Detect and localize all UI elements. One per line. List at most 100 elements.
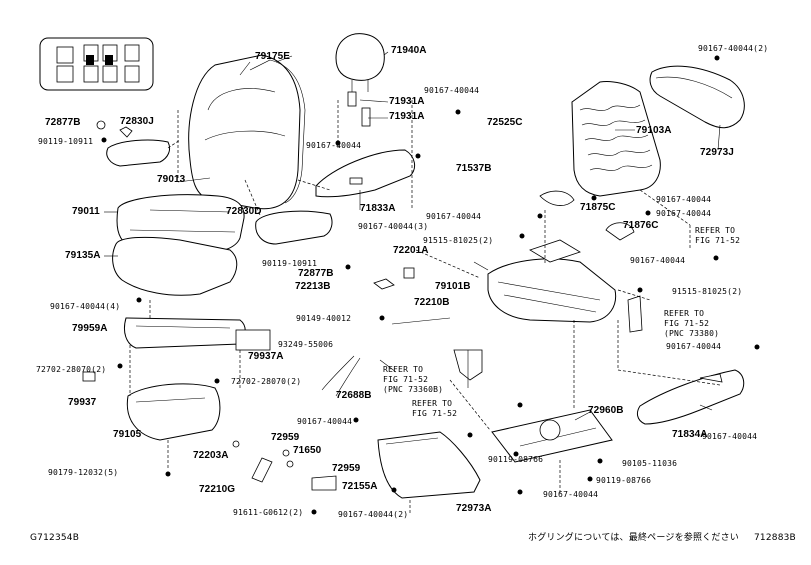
- part-label-90167-40044-2-bottom[interactable]: 90167-40044(2): [338, 510, 409, 519]
- refer-note-2[interactable]: REFER TO FIG 71-52 (PNC 73380): [664, 309, 719, 339]
- part-label-71931a-2[interactable]: 71931A: [389, 111, 425, 122]
- part-label-72203a[interactable]: 72203A: [193, 450, 229, 461]
- assembly-lines: [129, 100, 721, 515]
- refer-note-3-line-3: (PNC 73360B): [383, 385, 444, 394]
- recliner-cover-drawing: [315, 149, 416, 198]
- part-label-90167-40044-2-top[interactable]: 90167-40044(2): [698, 44, 769, 53]
- part-label-79135a[interactable]: 79135A: [65, 250, 101, 261]
- refer-note-3[interactable]: REFER TO FIG 71-52 (PNC 73360B): [383, 365, 443, 395]
- refer-note-4-line-2: FIG 71-52: [412, 409, 458, 418]
- part-label-90119-10911-b[interactable]: 90119-10911: [262, 259, 318, 268]
- diagram-code-left: G712354B: [30, 533, 80, 543]
- refer-note-4[interactable]: REFER TO FIG 71-52: [412, 399, 457, 419]
- refer-note-2-line-2: FIG 71-52: [664, 319, 710, 328]
- side-cover-drawing: [96, 120, 333, 245]
- part-label-79105[interactable]: 79105: [113, 429, 142, 440]
- part-label-79937[interactable]: 79937: [68, 397, 97, 408]
- part-label-72688b[interactable]: 72688B: [336, 390, 372, 401]
- part-label-71875c[interactable]: 71875C: [580, 202, 616, 213]
- part-label-71537b[interactable]: 71537B: [456, 163, 492, 174]
- seat-layout-icon: [39, 37, 154, 91]
- part-label-72877b-1[interactable]: 72877B: [45, 117, 81, 128]
- part-label-72830j[interactable]: 72830J: [120, 116, 154, 127]
- part-label-90167-40044-a[interactable]: 90167-40044: [424, 86, 480, 95]
- refer-note-1-line-2: FIG 71-52: [695, 236, 741, 245]
- part-label-90167-40044-b[interactable]: 90167-40044: [306, 141, 362, 150]
- part-label-90167-40044-d[interactable]: 90167-40044: [656, 209, 712, 218]
- part-label-72973a[interactable]: 72973A: [456, 503, 492, 514]
- part-label-72201a[interactable]: 72201A: [393, 245, 429, 256]
- part-label-71931a-1[interactable]: 71931A: [389, 96, 425, 107]
- seat-frame-drawing: [487, 190, 635, 323]
- seatback-frame-drawing: [571, 81, 661, 197]
- part-label-71940a[interactable]: 71940A: [391, 45, 427, 56]
- part-label-90167-40044-j[interactable]: 90167-40044: [543, 490, 599, 499]
- refer-note-1[interactable]: REFER TO FIG 71-52: [695, 226, 740, 246]
- refer-note-3-line-1: REFER TO: [383, 365, 424, 374]
- track-drawing: [453, 349, 613, 463]
- part-label-72525c[interactable]: 72525C: [487, 117, 523, 128]
- part-label-72959-b[interactable]: 72959: [332, 463, 361, 474]
- part-label-91611-g0612-2[interactable]: 91611-G0612(2): [233, 508, 304, 517]
- side-panel-drawing: [649, 65, 745, 129]
- cable-drawing: [321, 295, 643, 397]
- lower-tray-drawing: [377, 431, 481, 499]
- part-label-90167-40044-e[interactable]: 90167-40044: [426, 212, 482, 221]
- part-label-91515-81025-b[interactable]: 91515-81025(2): [672, 287, 743, 296]
- refer-note-3-line-2: FIG 71-52: [383, 375, 429, 384]
- part-label-71876c[interactable]: 71876C: [623, 220, 659, 231]
- part-label-72210g[interactable]: 72210G: [199, 484, 236, 495]
- part-label-72877b-2[interactable]: 72877B: [298, 268, 334, 279]
- part-label-90167-40044-g[interactable]: 90167-40044: [666, 342, 722, 351]
- part-label-71833a[interactable]: 71833A: [360, 203, 396, 214]
- part-label-90149-40012[interactable]: 90149-40012: [296, 314, 352, 323]
- hogring-notice: ホグリングについては、最終ページを参照ください: [528, 533, 739, 543]
- part-label-79103a[interactable]: 79103A: [636, 125, 672, 136]
- part-label-90179-12032-5[interactable]: 90179-12032(5): [48, 468, 119, 477]
- small-parts-drawing: [232, 267, 415, 491]
- refer-note-2-line-3: (PNC 73380): [664, 329, 720, 338]
- part-label-72210b[interactable]: 72210B: [414, 297, 450, 308]
- part-label-79011[interactable]: 79011: [72, 206, 100, 217]
- seatback-cover-drawing: [188, 54, 306, 210]
- part-label-79101b[interactable]: 79101B: [435, 281, 471, 292]
- part-label-72830d[interactable]: 72830D: [226, 206, 262, 217]
- headrest-drawing: [335, 33, 385, 127]
- part-label-90119-08766-b[interactable]: 90119-08766: [596, 476, 652, 485]
- side-shield-drawing: [636, 369, 745, 425]
- part-label-90167-40044-f[interactable]: 90167-40044: [630, 256, 686, 265]
- part-label-90167-40044-4[interactable]: 90167-40044(4): [50, 302, 121, 311]
- part-label-72973j[interactable]: 72973J: [700, 147, 734, 158]
- part-label-72155a[interactable]: 72155A: [342, 481, 378, 492]
- diagram-code-right: 712883B: [754, 533, 796, 543]
- part-label-71650[interactable]: 71650: [293, 445, 322, 456]
- part-label-90105-11036[interactable]: 90105-11036: [622, 459, 678, 468]
- lower-frame-drawing: [82, 317, 271, 441]
- part-label-91515-81025-a[interactable]: 91515-81025(2): [423, 236, 494, 245]
- part-label-72702-28070-b[interactable]: 72702-28070(2): [231, 377, 302, 386]
- part-label-79937a[interactable]: 79937A: [248, 351, 284, 362]
- refer-note-4-line-1: REFER TO: [412, 399, 453, 408]
- part-label-79175e[interactable]: 79175E: [255, 51, 291, 62]
- part-label-72959-a[interactable]: 72959: [271, 432, 300, 443]
- part-label-90119-08766-a[interactable]: 90119-08766: [488, 455, 544, 464]
- part-label-79959a[interactable]: 79959A: [72, 323, 108, 334]
- part-label-90167-40044-c[interactable]: 90167-40044: [656, 195, 712, 204]
- refer-note-2-line-1: REFER TO: [664, 309, 705, 318]
- part-label-90167-40044-3[interactable]: 90167-40044(3): [358, 222, 429, 231]
- part-label-93249-55006[interactable]: 93249-55006: [278, 340, 334, 349]
- refer-note-1-line-1: REFER TO: [695, 226, 736, 235]
- part-label-79013[interactable]: 79013: [157, 174, 186, 185]
- part-label-90167-40044-i[interactable]: 90167-40044: [297, 417, 353, 426]
- seat-cushion-drawing: [112, 194, 245, 296]
- part-label-90167-40044-k[interactable]: 90167-40044: [702, 432, 758, 441]
- part-label-71834a[interactable]: 71834A: [672, 429, 708, 440]
- part-label-90119-10911-a[interactable]: 90119-10911: [38, 137, 94, 146]
- leader-lines: [104, 51, 721, 421]
- part-label-72702-28070-a[interactable]: 72702-28070(2): [36, 365, 107, 374]
- part-label-72213b[interactable]: 72213B: [295, 281, 331, 292]
- bolt-markers: [101, 55, 760, 515]
- part-label-72960b[interactable]: 72960B: [588, 405, 624, 416]
